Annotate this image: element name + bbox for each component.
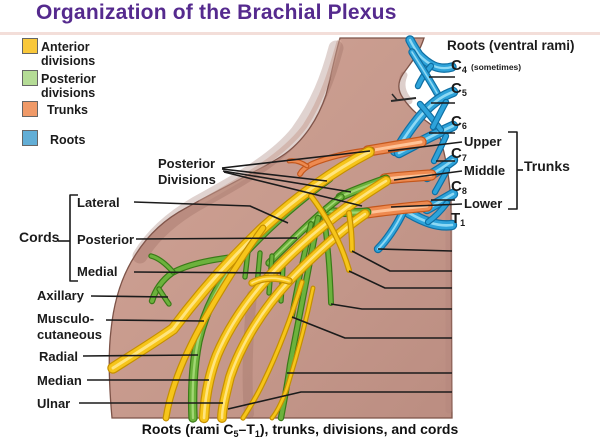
legend-swatch-roots	[22, 130, 38, 146]
leader-medial	[133, 271, 282, 274]
legend-swatch-trunks	[22, 101, 38, 117]
leader-musculocutaneous	[105, 319, 205, 322]
legend-swatch-anterior	[22, 38, 38, 54]
leader-right-4	[330, 303, 452, 310]
legend-swatch-posterior	[22, 70, 38, 86]
leader-middle-trunk	[393, 170, 463, 181]
leader-lateral	[133, 201, 289, 224]
legend-label-trunks: Trunks	[47, 103, 88, 117]
leader-right-7	[227, 391, 452, 410]
legend-label-anterior: Anterior divisions	[41, 40, 96, 68]
small-dark-twig	[390, 93, 417, 102]
leader-upper-trunk	[387, 141, 463, 152]
cords-bracket-label: Cords	[19, 229, 60, 245]
trunk-label-lower: Lower	[464, 196, 503, 211]
trunk-label-upper: Upper	[464, 134, 502, 149]
cords-bracket	[69, 194, 78, 282]
branch-label-ulnar: Ulnar	[37, 396, 71, 411]
leader-lines	[58, 76, 523, 410]
branch-label-radial: Radial	[39, 349, 79, 364]
leader-right-2	[351, 250, 452, 272]
cord-label-medial: Medial	[77, 264, 118, 279]
trunks-bracket-label: Trunks	[524, 158, 570, 174]
leader-posterior-divisions-1	[221, 150, 371, 169]
cord-label-posterior: Posterior	[77, 232, 135, 247]
leader-right-3	[348, 270, 452, 289]
root-label-c6: C6	[451, 113, 467, 131]
branch-label-axillary: Axillary	[37, 288, 84, 303]
root-label-t1: T1	[451, 210, 466, 228]
skin-silhouette	[108, 37, 453, 419]
leader-radial	[82, 354, 199, 357]
legend-label-roots: Roots	[50, 133, 86, 147]
trunks-bracket	[508, 131, 518, 210]
leader-lower-trunk	[390, 203, 463, 208]
leader-posterior-divisions-4	[223, 171, 363, 207]
root-label-c7: C7	[451, 145, 467, 163]
cord-label-lateral: Lateral	[77, 195, 120, 210]
leader-posterior-divisions-3	[222, 170, 352, 193]
title-divider	[0, 32, 600, 35]
root-label-c5: C5	[451, 80, 467, 98]
branch-label-musculocutaneous-2: cutaneous	[37, 327, 103, 342]
posterior-divisions-label: Posterior Divisions	[158, 156, 216, 187]
leader-axillary	[90, 295, 169, 298]
leader-right-5	[291, 316, 452, 339]
legend-label-posterior: Posterior divisions	[41, 72, 96, 100]
leader-right-1	[377, 248, 453, 252]
leader-posterior-cord	[135, 237, 298, 240]
leader-posterior-divisions-2	[221, 168, 328, 182]
page-title: Organization of the Brachial Plexus	[36, 1, 397, 24]
nerve-paths	[107, 35, 459, 424]
branch-label-musculocutaneous-1: Musculo-	[37, 311, 95, 326]
root-label-c4: C4 (sometimes)	[451, 57, 522, 75]
branch-label-median: Median	[37, 373, 82, 388]
roots-header: Roots (ventral rami)	[447, 38, 575, 53]
figure-caption: Roots (rami C5–T1), trunks, divisions, a…	[141, 421, 459, 438]
trunk-label-middle: Middle	[464, 163, 506, 178]
root-label-c8: C8	[451, 178, 467, 196]
